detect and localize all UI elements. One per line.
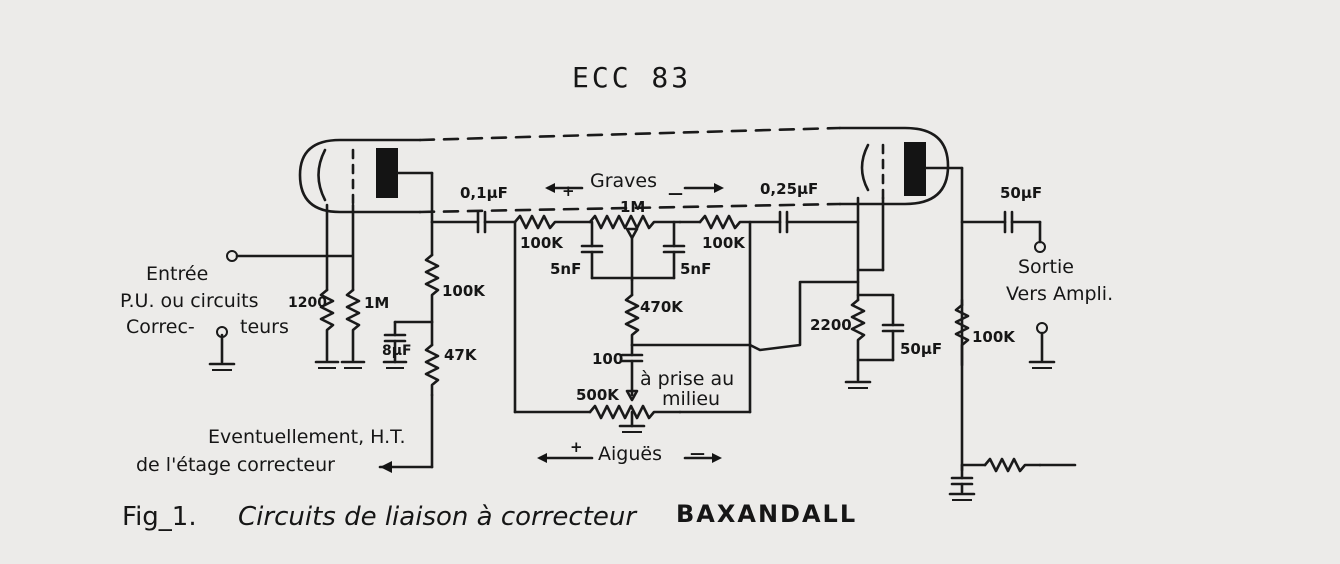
input-circuit — [208, 203, 366, 371]
aigues-label: Aiguës — [598, 443, 662, 465]
label-c-in-left: 0,1µF — [460, 184, 508, 202]
label-c-cathode-right: 50µF — [900, 340, 943, 358]
figure-caption-name: BAXANDALL — [676, 500, 858, 528]
label-c-out: 50µF — [1000, 184, 1043, 202]
label-r-decoupling: 47K — [444, 346, 477, 364]
graves-label: Graves — [590, 170, 658, 192]
label-pot-bass: 1M — [620, 198, 646, 216]
ht-label-1: Eventuellement, H.T. — [208, 426, 406, 448]
label-c-decoupling: 8µF — [382, 343, 412, 359]
label-c-in-right: 0,25µF — [760, 180, 819, 198]
control-arrows — [537, 183, 724, 463]
label-r-bass-right: 100K — [702, 234, 745, 252]
ht-label-2: de l'étage correcteur — [136, 454, 335, 476]
triode-right — [860, 142, 964, 472]
input-label-3: Correc- — [126, 316, 195, 338]
triode-left — [317, 148, 434, 224]
input-label-4: teurs — [240, 316, 289, 338]
label-c-treble: 100 — [592, 350, 624, 368]
output-label-2: Vers Ampli. — [1006, 283, 1114, 305]
tube-envelope — [298, 126, 950, 214]
prise-label-1: à prise au — [640, 368, 735, 390]
label-r-grid-left: 1200 — [288, 295, 327, 311]
label-c-bass-right: 5nF — [680, 260, 712, 278]
cathode-right — [844, 196, 905, 389]
label-r-anode-right: 100K — [972, 328, 1015, 346]
ht-line — [378, 461, 434, 473]
label-r-bass-left: 100K — [520, 234, 563, 252]
output-circuit — [948, 210, 1077, 501]
label-c-bass-left: 5nF — [550, 260, 582, 278]
input-label-1: Entrée — [146, 263, 209, 285]
label-r-mid: 470K — [640, 298, 683, 316]
anode-network-left — [382, 220, 440, 469]
graves-minus: — — [668, 184, 683, 202]
aigues-minus: — — [690, 444, 705, 462]
label-pot-treble: 500K — [576, 386, 619, 404]
input-label-2: P.U. ou circuits — [120, 290, 259, 312]
prise-label-2: milieu — [662, 388, 721, 410]
aigues-plus: + — [570, 438, 583, 456]
graves-plus: + — [562, 182, 575, 200]
figure-number: Fig_1. — [122, 502, 197, 532]
output-label-1: Sortie — [1018, 256, 1074, 278]
label-r-grid-1m: 1M — [364, 294, 390, 312]
label-r-cathode-right: 2200 — [810, 316, 852, 334]
tube-title: ECC 83 — [572, 61, 692, 94]
label-r-anode: 100K — [442, 282, 485, 300]
tone-stack — [430, 210, 860, 433]
figure-caption: Circuits de liaison à correcteur — [238, 502, 637, 532]
